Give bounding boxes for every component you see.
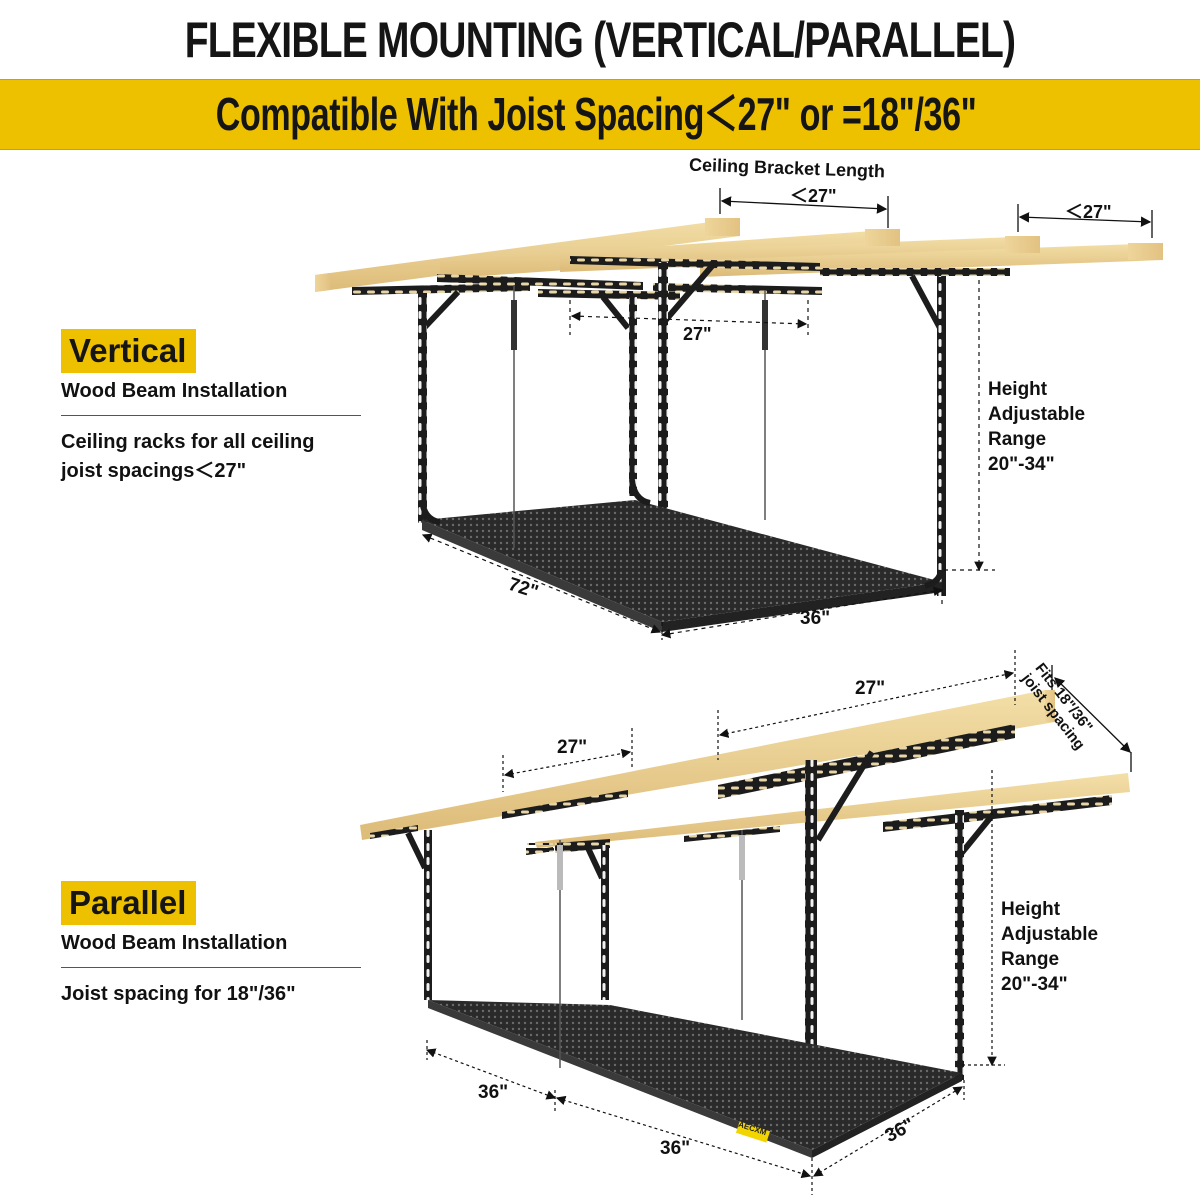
upright-post xyxy=(658,262,668,617)
vertical-section: Vertical Wood Beam Installation Ceiling … xyxy=(61,329,361,486)
right-bracket-length-value: ＜27" xyxy=(1065,202,1112,222)
upright-post xyxy=(629,296,637,496)
upright-post xyxy=(955,810,964,1080)
wood-beam xyxy=(315,218,1163,292)
compatibility-banner: Compatible With Joist Spacing＜27" or =18… xyxy=(0,79,1200,150)
length-left-label: 36" xyxy=(478,1082,509,1103)
parallel-badge: Parallel xyxy=(61,881,197,925)
bracket-length-value: ＜27" xyxy=(790,186,837,206)
vertical-height-label: Height Adjustable Range 20"-34" xyxy=(988,379,1086,475)
upright-post xyxy=(424,830,432,1000)
turnbuckle xyxy=(762,300,768,350)
upright-post xyxy=(601,845,609,1000)
vertical-description-1: Ceiling racks for all ceiling xyxy=(61,431,315,453)
turnbuckle xyxy=(511,300,517,350)
parallel-description: Joist spacing for 18"/36" xyxy=(61,983,296,1005)
vertical-description-2: joist spacings＜27" xyxy=(61,460,247,482)
right-span-label: 27" xyxy=(855,678,886,699)
left-span-label: 27" xyxy=(557,737,588,758)
vertical-rack-diagram xyxy=(315,188,1163,640)
ceiling-bracket xyxy=(352,256,1010,300)
turnbuckle xyxy=(557,845,563,890)
parallel-subtitle: Wood Beam Installation xyxy=(61,932,288,954)
vertical-badge: Vertical xyxy=(61,329,197,373)
turnbuckle xyxy=(739,835,745,880)
length-right-label: 36" xyxy=(660,1138,691,1159)
parallel-section: Parallel Wood Beam Installation Joist sp… xyxy=(61,881,361,1009)
wood-beam xyxy=(535,773,1130,848)
parallel-height-label: Height Adjustable Range 20"-34" xyxy=(1001,899,1099,995)
divider xyxy=(61,967,361,968)
divider xyxy=(61,415,361,416)
rack-deck xyxy=(428,1000,962,1158)
compatibility-text: Compatible With Joist Spacing＜27" or =18… xyxy=(215,88,977,140)
parallel-rack-diagram xyxy=(360,650,1132,1195)
rack-deck xyxy=(419,479,944,632)
upright-post xyxy=(937,276,946,596)
vertical-subtitle: Wood Beam Installation xyxy=(61,380,288,402)
rack-width-label: 36" xyxy=(800,608,831,629)
brace xyxy=(405,750,998,880)
inner-span-label: 27" xyxy=(683,324,712,344)
page-title: FLEXIBLE MOUNTING (VERTICAL/PARALLEL) xyxy=(184,12,1016,68)
upright-post xyxy=(418,293,427,523)
